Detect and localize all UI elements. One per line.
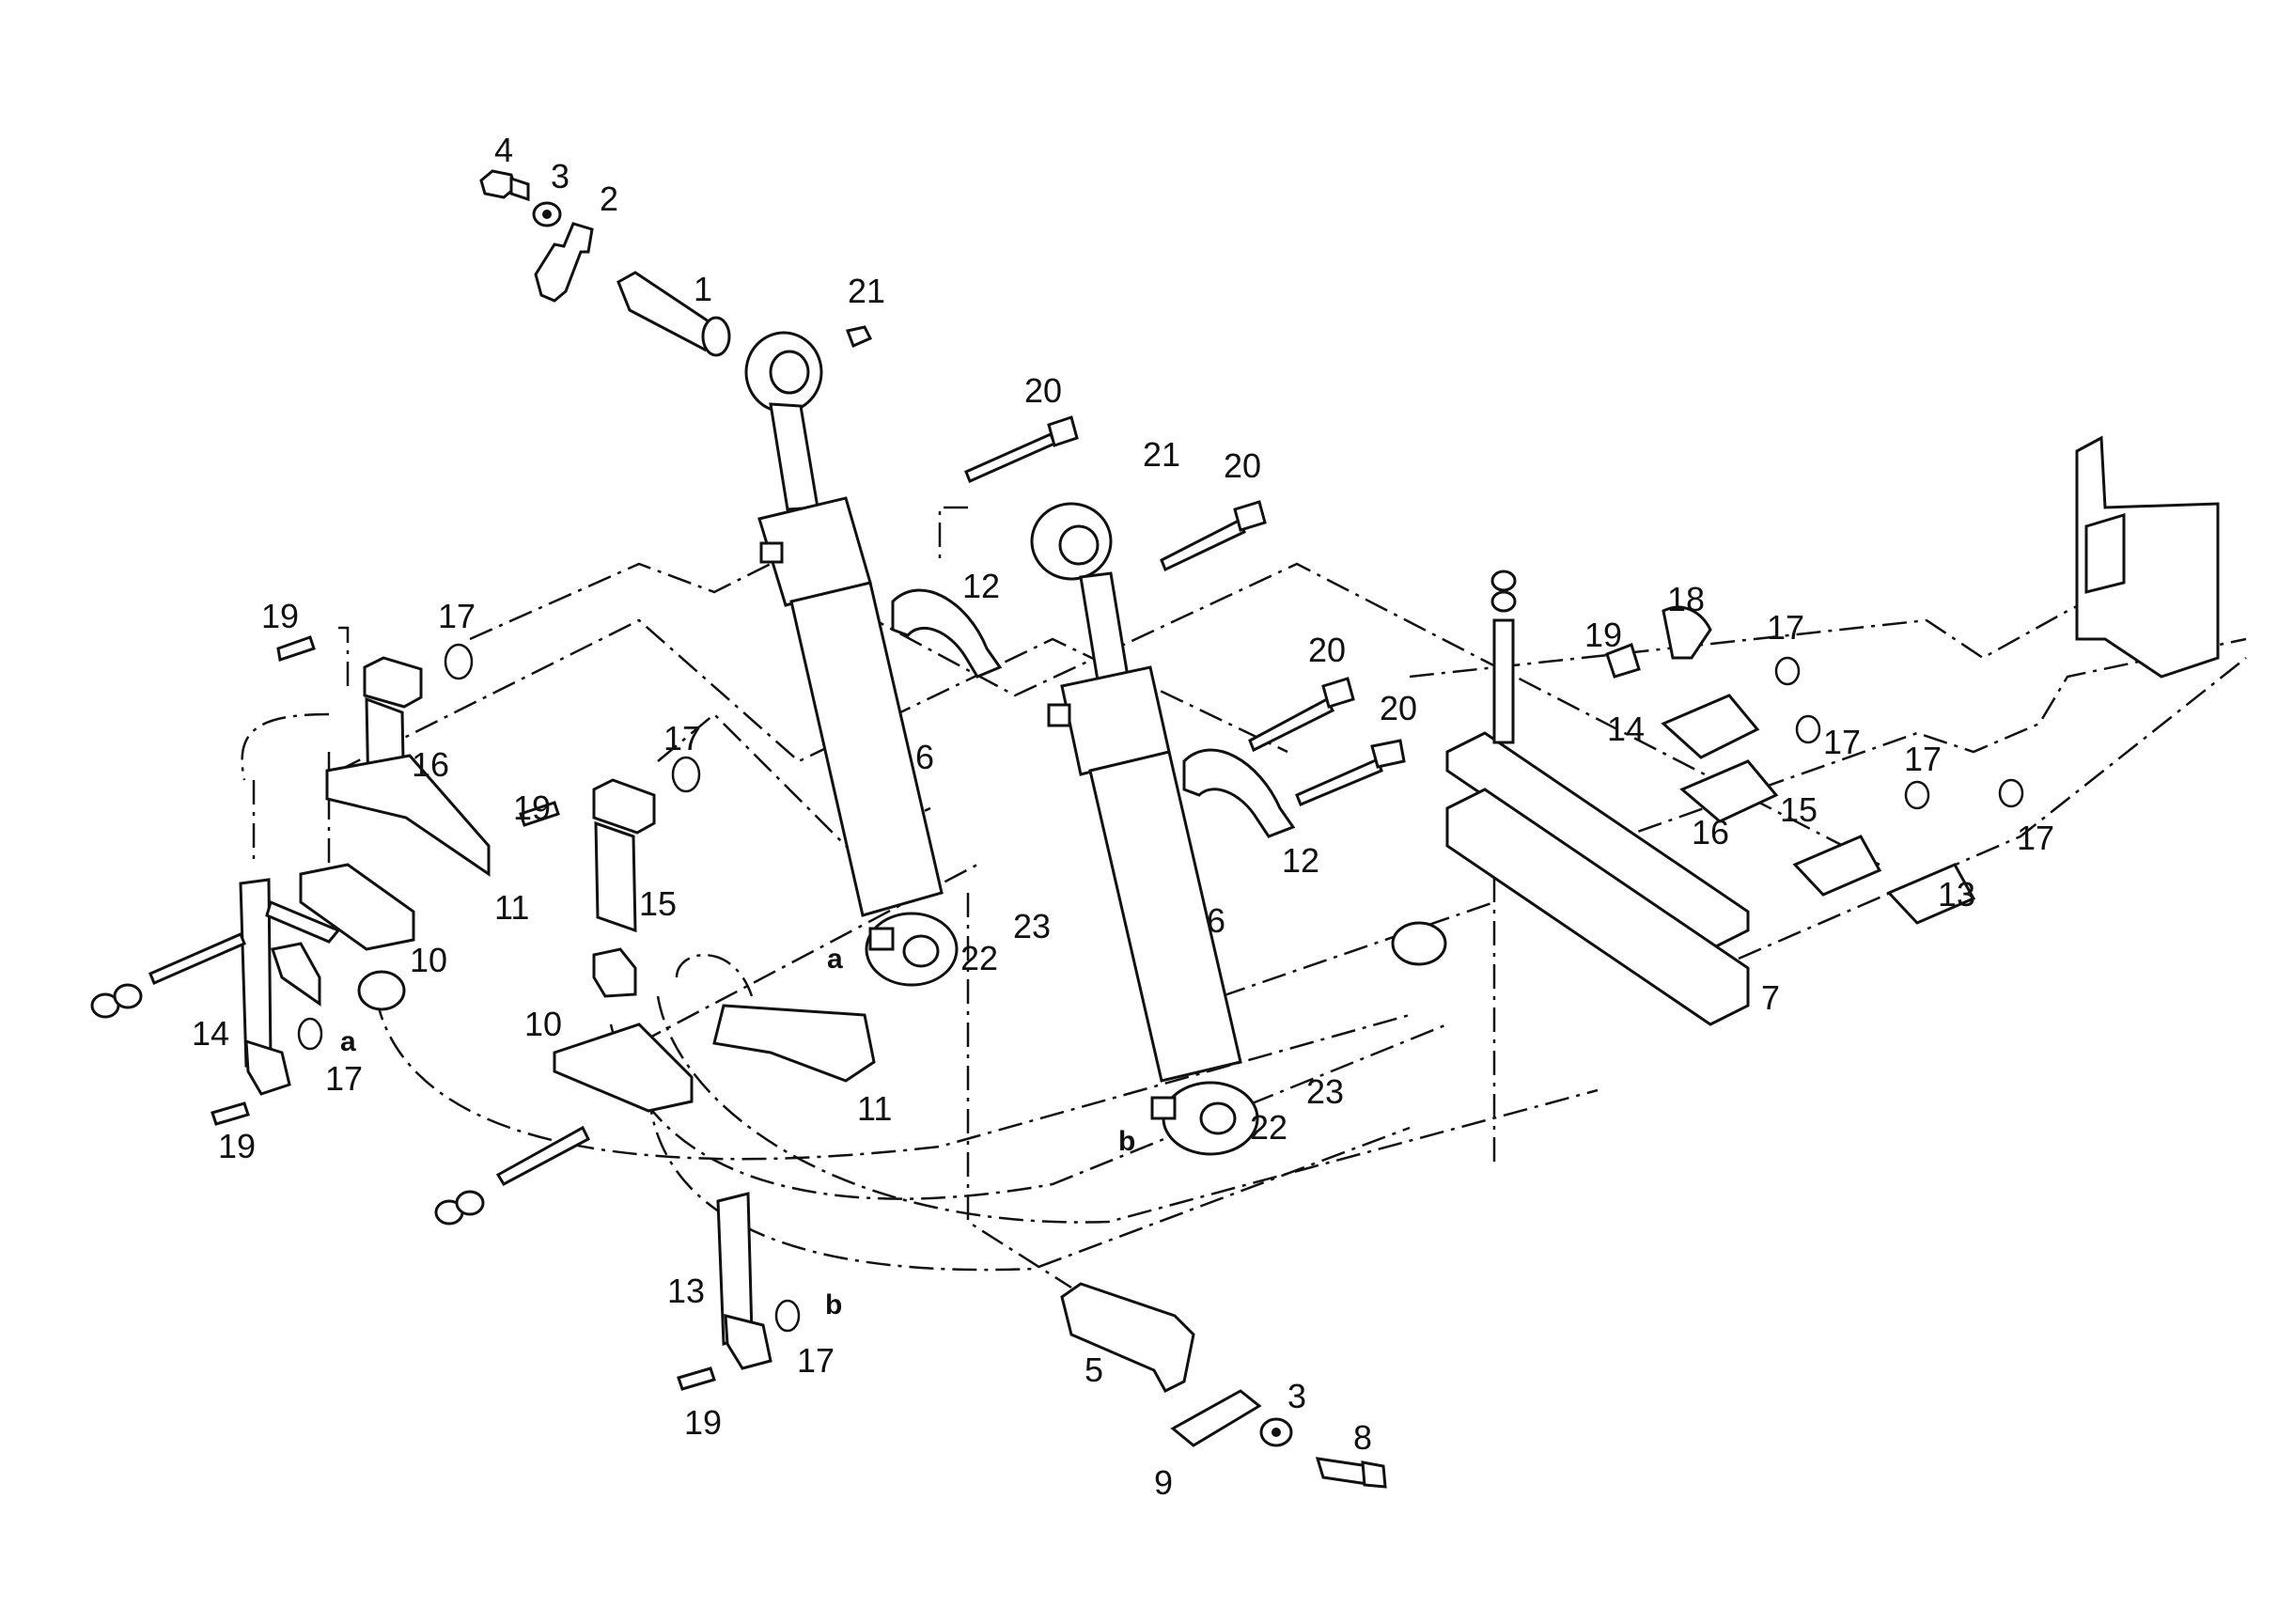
callout-20: 20 [1308, 631, 1346, 669]
callout-17: 17 [325, 1059, 363, 1098]
callout-16: 16 [1692, 813, 1729, 851]
callout-3: 3 [551, 157, 570, 195]
callout-21: 21 [848, 272, 885, 310]
port-mark-a-cylinder: a [827, 944, 843, 975]
callout-11: 11 [857, 1089, 892, 1128]
callout-17: 17 [663, 719, 701, 757]
callout-9: 9 [1154, 1463, 1173, 1502]
callout-22: 22 [960, 939, 998, 977]
callout-14: 14 [1607, 710, 1645, 748]
callout-6: 6 [1207, 901, 1225, 940]
port-mark-a-lower-left: a [340, 1026, 356, 1057]
callout-15: 15 [1780, 790, 1818, 829]
callout-12: 12 [962, 567, 1000, 605]
mounting-bolts-and-clamps [891, 415, 1406, 838]
callout-17: 17 [797, 1341, 835, 1380]
callout-8: 8 [1353, 1418, 1372, 1457]
callout-12: 12 [1282, 841, 1319, 880]
callout-17: 17 [1767, 608, 1804, 647]
manifold-center [434, 756, 876, 1391]
port-marks: a a b b [340, 944, 1135, 1320]
callout-4: 4 [494, 131, 513, 169]
callout-19: 19 [261, 597, 299, 635]
callout-23: 23 [1306, 1072, 1344, 1111]
callout-17: 17 [2017, 819, 2054, 857]
callout-17: 17 [1823, 723, 1861, 761]
callout-17: 17 [1904, 740, 1942, 778]
callout-20: 20 [1224, 446, 1261, 485]
callout-19: 19 [1584, 616, 1622, 654]
callout-19: 19 [684, 1403, 722, 1442]
callout-13: 13 [667, 1272, 705, 1310]
callout-13: 13 [1938, 875, 1975, 914]
callout-6: 6 [915, 738, 934, 776]
callout-21: 21 [1143, 435, 1180, 474]
port-mark-b-lower: b [825, 1289, 842, 1320]
callout-5: 5 [1084, 1351, 1103, 1389]
callout-15: 15 [639, 884, 677, 923]
callout-17: 17 [438, 597, 476, 635]
callout-19: 19 [513, 789, 551, 827]
callout-14: 14 [192, 1014, 229, 1053]
manifold-left [90, 635, 491, 1126]
callout-1: 1 [694, 270, 712, 308]
callout-22: 22 [1250, 1108, 1287, 1147]
parts-bottom [1060, 1282, 1387, 1489]
callout-10: 10 [524, 1005, 562, 1043]
callout-20: 20 [1380, 689, 1417, 727]
callout-18: 18 [1667, 580, 1705, 618]
hydraulic-cylinder-right [1030, 502, 1259, 1156]
callout-7: 7 [1761, 978, 1780, 1017]
callout-11: 11 [494, 888, 529, 927]
callout-20: 20 [1024, 371, 1062, 410]
callout-16: 16 [412, 745, 449, 784]
valve-block-right [1605, 435, 2220, 925]
port-mark-b-cylinder: b [1118, 1126, 1135, 1157]
callout-10: 10 [410, 941, 447, 979]
crossbar-rail [1391, 570, 1750, 1026]
callout-labels: 4 3 2 1 21 20 21 20 12 6 20 20 12 6 19 1… [192, 131, 2054, 1502]
callout-19: 19 [218, 1127, 256, 1165]
callout-23: 23 [1013, 907, 1051, 945]
hydraulic-cylinder-left [744, 331, 959, 987]
callout-2: 2 [600, 180, 618, 218]
parts-top-left [479, 169, 873, 357]
callout-3: 3 [1287, 1377, 1306, 1415]
